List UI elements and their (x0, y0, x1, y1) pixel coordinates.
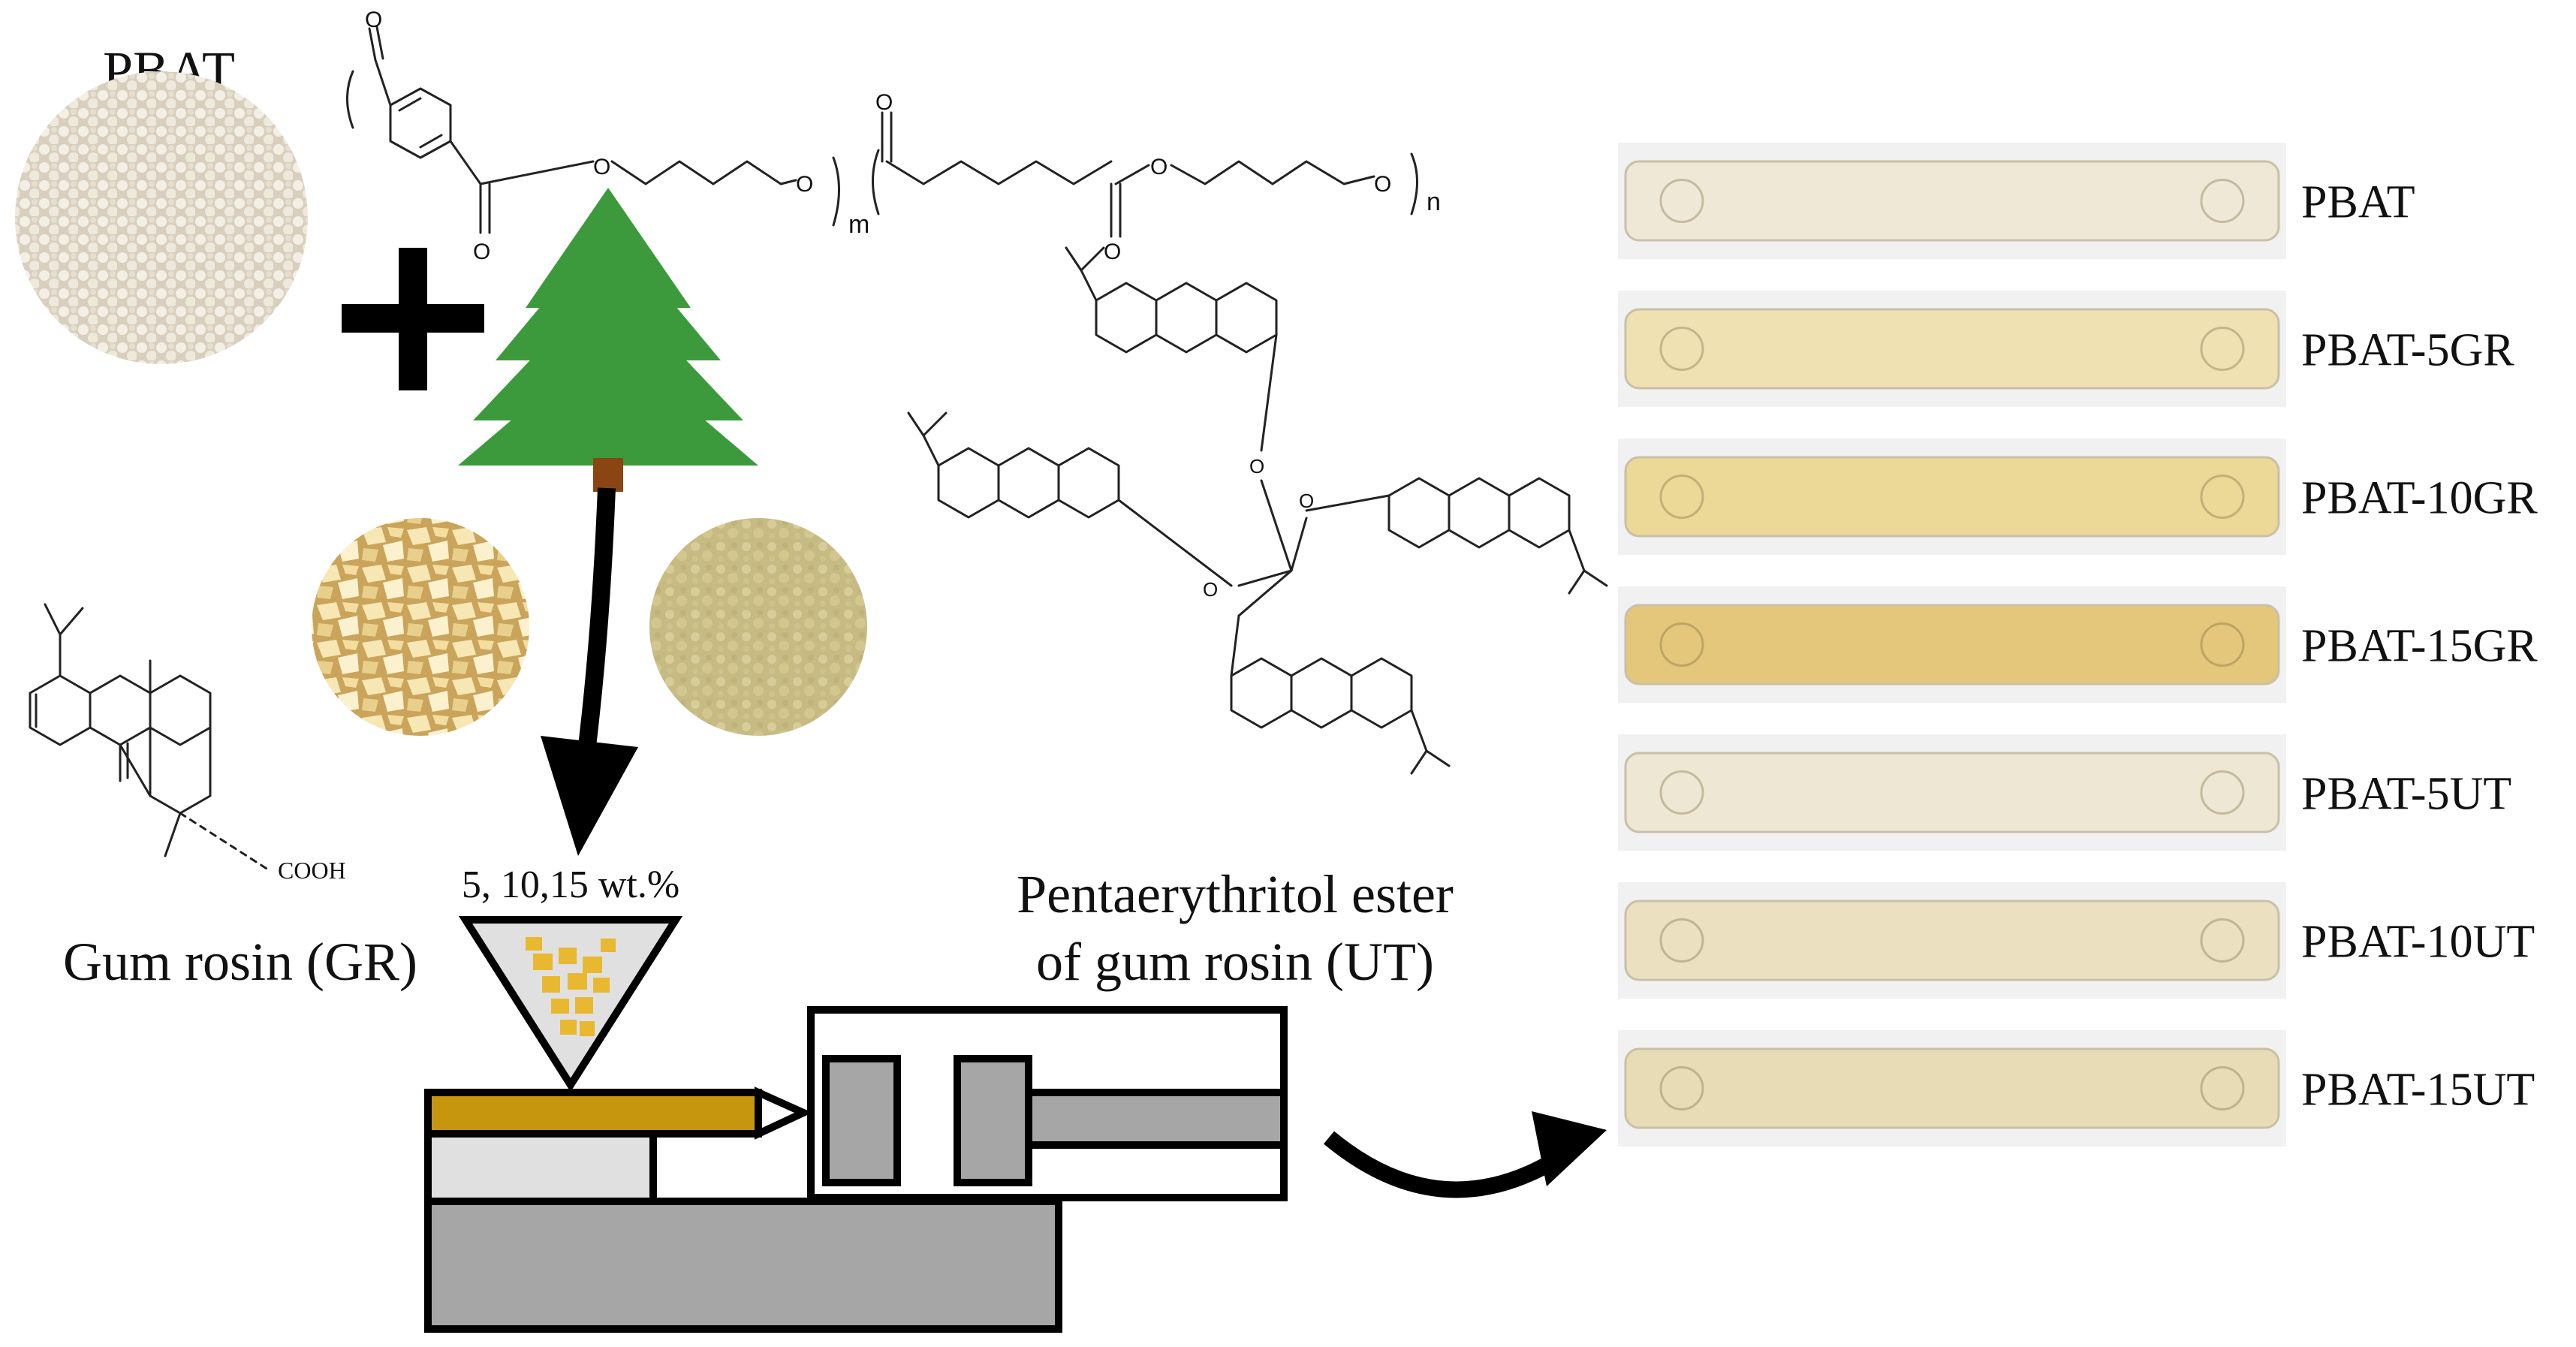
ejector-pin-mark (1659, 622, 1704, 667)
samples-list: PBAT PBAT-5GR PBAT-10GR PBAT-15GR PBAT-5UT PB… (1618, 143, 2538, 1147)
ester-rosin-photo (649, 518, 867, 736)
formula-o-4: O (796, 172, 813, 197)
sample-bar (1624, 308, 2280, 390)
formula-o-3: O (593, 155, 610, 179)
sample-bar (1624, 752, 2280, 833)
formula-o-2: O (473, 240, 490, 264)
pbat-structure: O O O O m O O O O n (346, 8, 1441, 264)
formula-o-6: O (1104, 240, 1121, 264)
ejector-pin-mark (2200, 475, 2245, 519)
sample-row: PBAT-15UT (1618, 1030, 2535, 1147)
output-arrow-icon (1323, 1111, 1607, 1198)
down-arrow-icon (541, 487, 638, 856)
gum-rosin-photo (312, 518, 529, 736)
sample-label: PBAT (2301, 177, 2415, 228)
cooh-label: COOH (278, 857, 346, 884)
svg-text:O: O (1249, 455, 1264, 478)
sample-bar (1624, 160, 2280, 242)
svg-text:O: O (1203, 578, 1218, 601)
ut-label-line1: Pentaerythritol ester (1017, 864, 1454, 924)
pentaerythritol-ester-structure: O O O (907, 246, 1608, 775)
ejector-pin-mark (2200, 770, 2245, 815)
sample-row: PBAT-15GR (1618, 586, 2538, 703)
right-paren-m (832, 156, 840, 227)
sample-label: PBAT-5GR (2301, 325, 2514, 376)
sample-bar (1624, 900, 2280, 981)
ut-label-line2: of gum rosin (UT) (1036, 932, 1434, 992)
sample-label: PBAT-15GR (2301, 621, 2538, 672)
sample-label: PBAT-5UT (2301, 769, 2511, 820)
ejector-pin-mark (1659, 475, 1704, 519)
ejector-pin-mark (2200, 327, 2245, 371)
loading-label: 5, 10,15 wt.% (462, 863, 679, 906)
formula-o-7: O (1150, 155, 1167, 179)
hopper-granules (526, 937, 616, 1036)
hopper (458, 916, 683, 1092)
formula-o-1: O (365, 8, 382, 32)
gum-rosin-label: Gum rosin (GR) (63, 932, 417, 992)
right-paren-n (1410, 152, 1418, 215)
repeat-n: n (1427, 188, 1441, 216)
sample-row: PBAT-10GR (1618, 438, 2538, 555)
sample-bar (1624, 1047, 2280, 1129)
svg-text:O: O (1299, 490, 1314, 512)
sample-row: PBAT-5GR (1618, 291, 2514, 407)
pbat-pellets-photo (15, 71, 308, 364)
formula-o-8: O (1374, 172, 1391, 197)
sample-row: PBAT-5UT (1618, 734, 2511, 851)
pbat-section: PBAT (15, 41, 308, 364)
ejector-pin-mark (2200, 622, 2245, 667)
ejector-pin-mark (1659, 179, 1704, 223)
sample-row: PBAT-10UT (1618, 882, 2535, 999)
injection-machine (424, 1006, 1288, 1333)
ejector-pin-mark (1659, 1066, 1704, 1110)
left-paren-m (346, 70, 354, 129)
left-paren-n (872, 149, 880, 215)
ejector-pin-mark (2200, 179, 2245, 223)
sample-bar (1624, 456, 2280, 538)
repeat-m: m (848, 210, 869, 239)
sample-label: PBAT-10UT (2301, 917, 2535, 968)
ejector-pin-mark (1659, 327, 1704, 371)
sample-row: PBAT (1618, 143, 2415, 259)
ejector-pin-mark (1659, 770, 1704, 815)
abietic-acid-structure: COOH (29, 603, 346, 884)
plus-icon (342, 248, 484, 390)
sample-label: PBAT-15UT (2301, 1065, 2535, 1116)
ejector-pin-mark (1659, 918, 1704, 963)
ejector-pin-mark (2200, 918, 2245, 963)
formula-o-5: O (875, 90, 893, 115)
pine-tree-icon (458, 188, 758, 492)
ejector-pin-mark (2200, 1066, 2245, 1110)
sample-label: PBAT-10GR (2301, 473, 2538, 524)
sample-bar (1624, 604, 2280, 686)
